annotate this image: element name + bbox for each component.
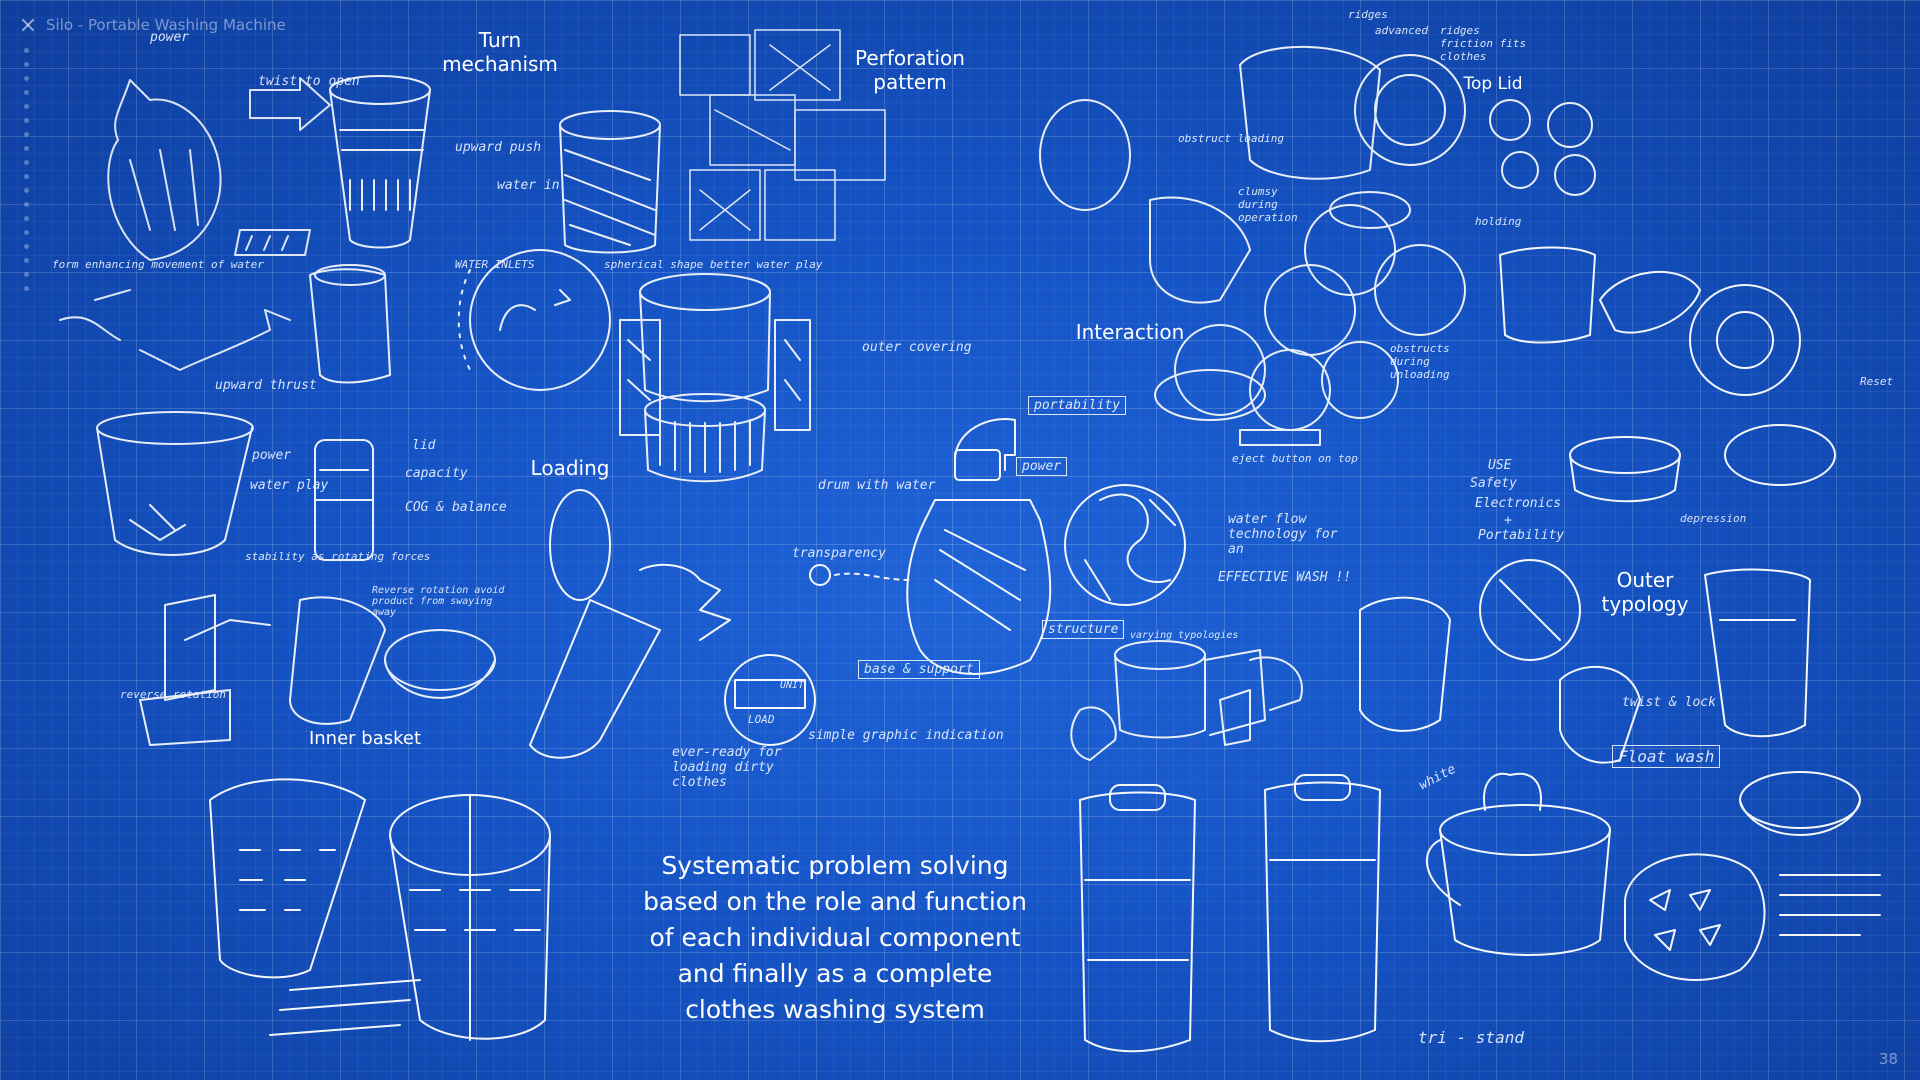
note-unit: UNIT [780, 680, 805, 691]
note-depression: depression [1680, 512, 1747, 525]
sketch-bucket [1427, 774, 1610, 955]
note-transparency: transparency [792, 546, 886, 561]
note-eject-button: eject button on top [1232, 452, 1358, 465]
note-safety: Safety [1470, 476, 1517, 491]
note-outer-covering: outer covering [862, 340, 972, 355]
sketch-central-bottle [810, 419, 1050, 674]
note-tri-stand: tri - stand [1418, 1028, 1524, 1047]
sketch-turn-mechanism [310, 76, 660, 383]
note-electronics: Electronics [1475, 496, 1562, 511]
note-cog-balance: COG & balance [405, 500, 507, 515]
note-holding: holding [1475, 215, 1522, 228]
sketch-drum-with-covering [620, 274, 810, 481]
sketch-varying-typologies [1071, 641, 1302, 760]
sketch-perforation-patterns [680, 30, 885, 240]
caption: Systematic problem solving based on the … [643, 851, 1027, 1024]
note-portability-right: Portability [1478, 528, 1565, 543]
note-upward-thrust: upward thrust [215, 378, 317, 393]
note-ever-ready: ever-ready for loading dirty clothes [672, 745, 782, 790]
note-stability: stability as rotating forces [245, 550, 431, 563]
note-obstructs-unloading: obstructs during unloading [1390, 342, 1450, 381]
sketch-spherical-drum [459, 250, 610, 390]
sketch-twist-bottle [60, 78, 330, 370]
note-lid: lid [412, 438, 436, 453]
window-header: Silo - Portable Washing Machine [20, 16, 286, 34]
note-upward-push: upward push [455, 140, 542, 155]
note-power-top: power [150, 30, 190, 45]
note-spherical-shape: spherical shape better water play [604, 258, 823, 271]
note-twist-lock: twist & lock [1622, 695, 1716, 710]
note-water-in: water in [497, 178, 560, 193]
sketch-water-flow-sphere [1065, 485, 1185, 605]
note-water-play: water play [250, 478, 329, 493]
sketch-tall-bins [1080, 775, 1380, 1051]
note-structure: structure [1042, 620, 1125, 639]
note-reverse-sway: Reverse rotation avoid product from sway… [372, 585, 505, 618]
note-water-inlets: WATER INLETS [455, 258, 535, 271]
note-varying-typologies: varying typologies [1130, 630, 1239, 641]
note-twist-to-open: twist to open [258, 74, 360, 89]
page-number: 38 [1878, 1050, 1898, 1068]
sketch-loading-unit [530, 490, 815, 758]
sketch-baskets-left [97, 412, 495, 745]
note-power-mid: power [252, 448, 292, 463]
label-loading: Loading [530, 456, 610, 480]
sketch-interaction-lids [1040, 47, 1595, 445]
page-dots [24, 48, 29, 291]
note-use: USE [1488, 458, 1512, 473]
note-float-wash: Float wash [1612, 745, 1721, 768]
note-plus: + [1504, 513, 1512, 528]
note-form-enhancing: form enhancing movement of water [52, 258, 264, 271]
note-water-flow: water flow technology for an [1228, 512, 1338, 557]
note-portability: portability [1028, 396, 1127, 415]
note-obstruct-loading: obstruct loading [1178, 132, 1284, 145]
sketch-right-products [1360, 248, 1880, 981]
note-simple-graphic: simple graphic indication [808, 728, 1004, 743]
note-reset: Reset [1860, 375, 1894, 388]
app-title: Silo - Portable Washing Machine [46, 16, 286, 34]
label-top-lid: Top Lid [1463, 74, 1523, 94]
note-load: LOAD [748, 713, 775, 726]
note-clumsy: clumsy during operation [1238, 185, 1298, 224]
note-advanced: advanced [1375, 24, 1428, 37]
note-ridges-friction: ridges friction fits clothes [1440, 24, 1527, 63]
label-inner-basket: Inner basket [308, 728, 422, 749]
label-interaction: Interaction [1075, 320, 1185, 344]
note-ridges: ridges [1348, 8, 1388, 21]
note-reverse-rotation: reverse rotation [120, 688, 226, 701]
note-power-box: power [1016, 457, 1068, 476]
note-drum-with-water: drum with water [818, 478, 936, 493]
note-effective-wash: EFFECTIVE WASH !! [1218, 570, 1352, 585]
note-base-support: base & support [858, 660, 980, 679]
sketch-perforated-baskets [210, 779, 550, 1040]
note-capacity: capacity [405, 466, 468, 481]
